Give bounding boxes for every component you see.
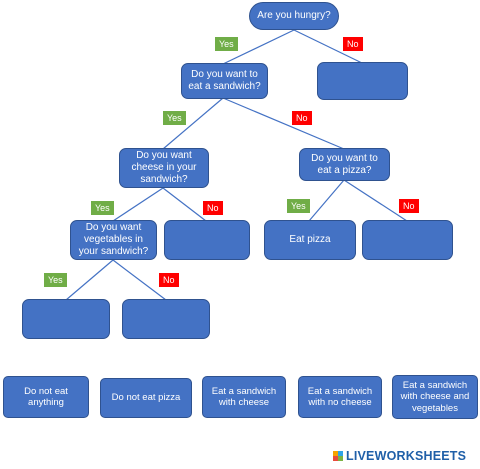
answer-do-not-eat-anything[interactable]: Do not eat anything <box>3 376 89 418</box>
tag-yes-hungry: Yes <box>215 37 238 51</box>
node-eat-pizza: Eat pizza <box>264 220 356 260</box>
connector-pizza-no <box>343 179 408 222</box>
connector-pizza-yes <box>308 179 345 222</box>
liveworksheets-brand: LIVEWORKSHEETS <box>333 448 466 464</box>
connector-root-no <box>293 29 363 64</box>
node-are-you-hungry: Are you hungry? <box>249 2 339 30</box>
tag-yes-pizza: Yes <box>287 199 310 213</box>
tag-yes-sandwich: Yes <box>163 111 186 125</box>
connector-cheese-no <box>162 187 207 222</box>
node-empty-veg-yes[interactable] <box>22 299 110 339</box>
answer-sandwich-with-cheese[interactable]: Eat a sandwich with cheese <box>202 376 286 418</box>
tag-yes-cheese: Yes <box>91 201 114 215</box>
node-empty-hungry-no[interactable] <box>317 62 408 100</box>
connector-root-yes <box>222 29 295 65</box>
brand-text: LIVEWORKSHEETS <box>346 449 467 463</box>
node-cheese-in-sandwich: Do you want cheese in your sandwich? <box>119 148 209 188</box>
tag-no-hungry: No <box>343 37 363 51</box>
node-vegetables-in-sandwich: Do you want vegetables in your sandwich? <box>70 220 157 260</box>
tag-yes-vegetables: Yes <box>44 273 67 287</box>
answer-sandwich-no-cheese[interactable]: Eat a sandwich with no cheese <box>298 376 382 418</box>
tag-no-cheese: No <box>203 201 223 215</box>
tag-no-pizza: No <box>399 199 419 213</box>
connector-sandwich-yes <box>162 97 224 150</box>
connector-veg-yes <box>65 259 114 301</box>
node-empty-pizza-no[interactable] <box>362 220 453 260</box>
answer-sandwich-cheese-vegetables[interactable]: Eat a sandwich with cheese and vegetable… <box>392 375 478 419</box>
connector-cheese-yes <box>112 187 164 222</box>
connector-veg-no <box>112 259 167 301</box>
node-empty-veg-no[interactable] <box>122 299 210 339</box>
tag-no-sandwich: No <box>292 111 312 125</box>
tag-no-vegetables: No <box>159 273 179 287</box>
answer-do-not-eat-pizza[interactable]: Do not eat pizza <box>100 378 192 418</box>
node-eat-pizza-question: Do you want to eat a pizza? <box>299 148 390 181</box>
connector-sandwich-no <box>222 97 345 150</box>
node-empty-cheese-no[interactable] <box>164 220 250 260</box>
liveworksheets-logo-icon <box>333 451 343 461</box>
node-eat-sandwich: Do you want to eat a sandwich? <box>181 63 268 99</box>
